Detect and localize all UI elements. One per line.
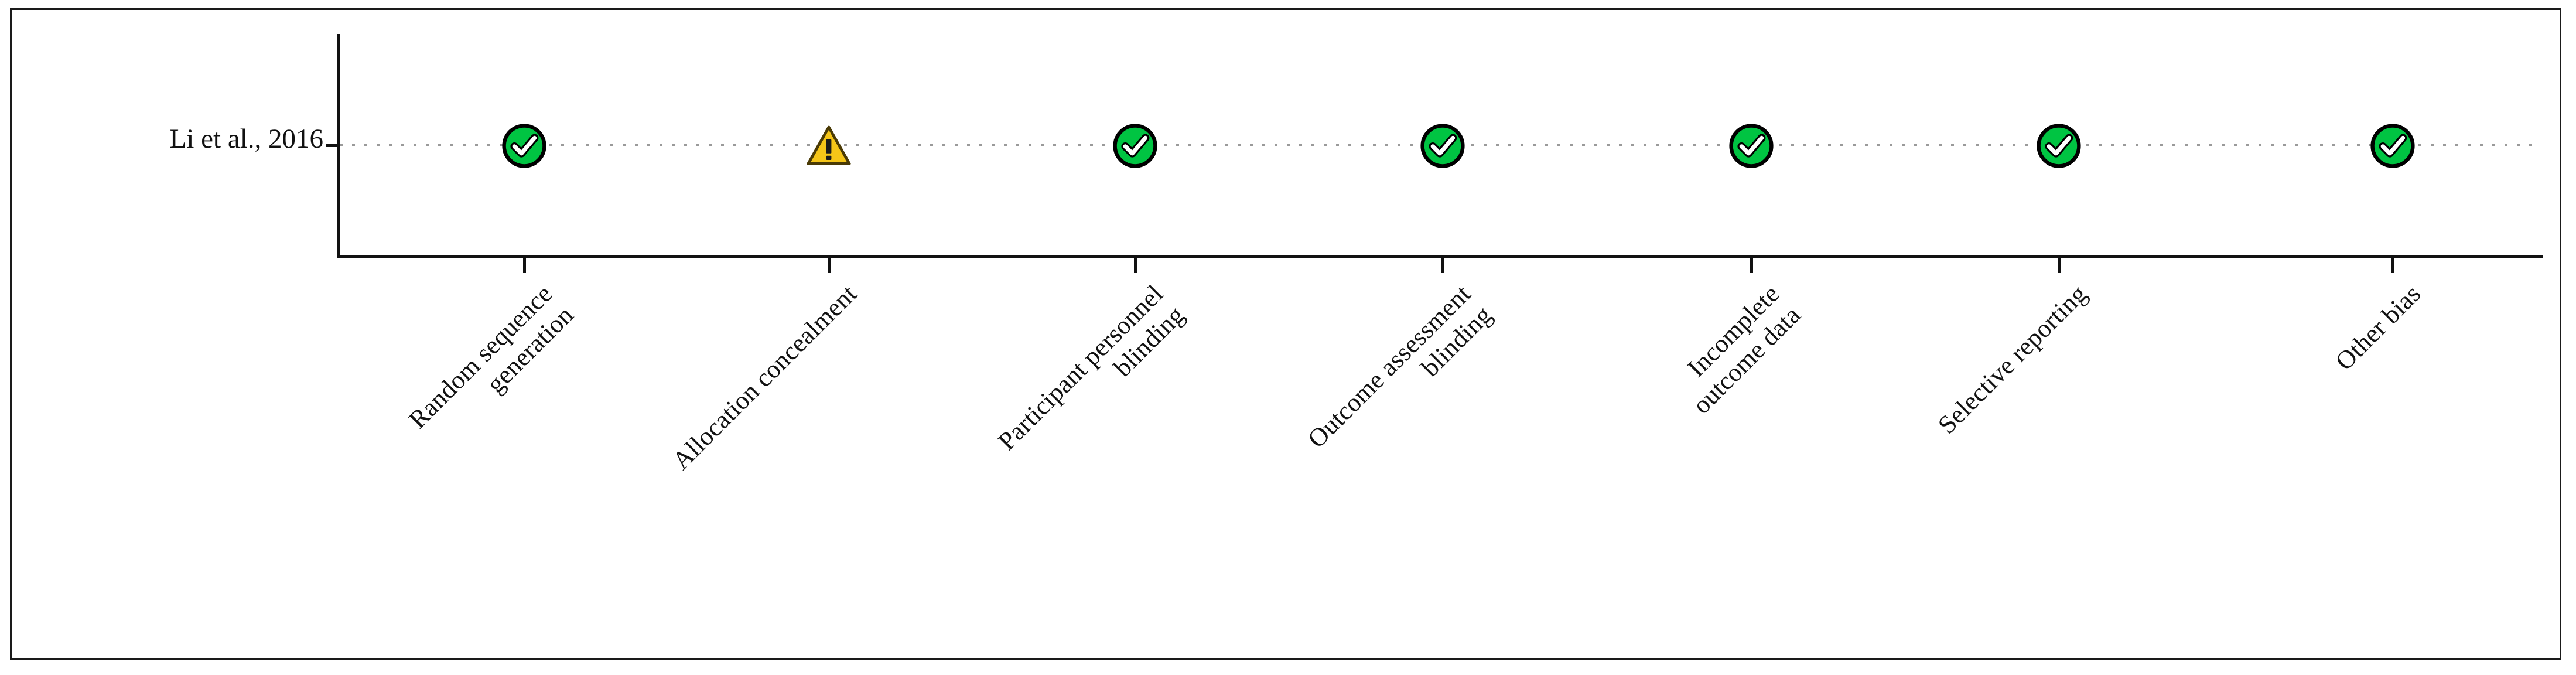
check-circle-icon bbox=[2035, 122, 2082, 169]
x-axis-tick bbox=[1441, 258, 1444, 273]
x-axis-tick bbox=[828, 258, 831, 273]
x-axis-tick bbox=[2058, 258, 2061, 273]
warning-triangle-icon bbox=[805, 122, 852, 169]
y-axis-tick bbox=[326, 144, 340, 147]
x-axis-tick bbox=[523, 258, 526, 273]
check-circle-icon bbox=[1112, 122, 1159, 169]
check-circle-icon bbox=[1728, 122, 1775, 169]
x-axis-tick bbox=[1750, 258, 1753, 273]
figure-border bbox=[10, 8, 2561, 660]
y-axis-label-study: Li et al., 2016 bbox=[169, 124, 323, 154]
x-axis-tick bbox=[2391, 258, 2394, 273]
x-axis-tick bbox=[1134, 258, 1137, 273]
check-circle-icon bbox=[501, 122, 548, 169]
check-circle-icon bbox=[1419, 122, 1466, 169]
check-circle-icon bbox=[2369, 122, 2416, 169]
x-axis-line bbox=[337, 255, 2543, 258]
